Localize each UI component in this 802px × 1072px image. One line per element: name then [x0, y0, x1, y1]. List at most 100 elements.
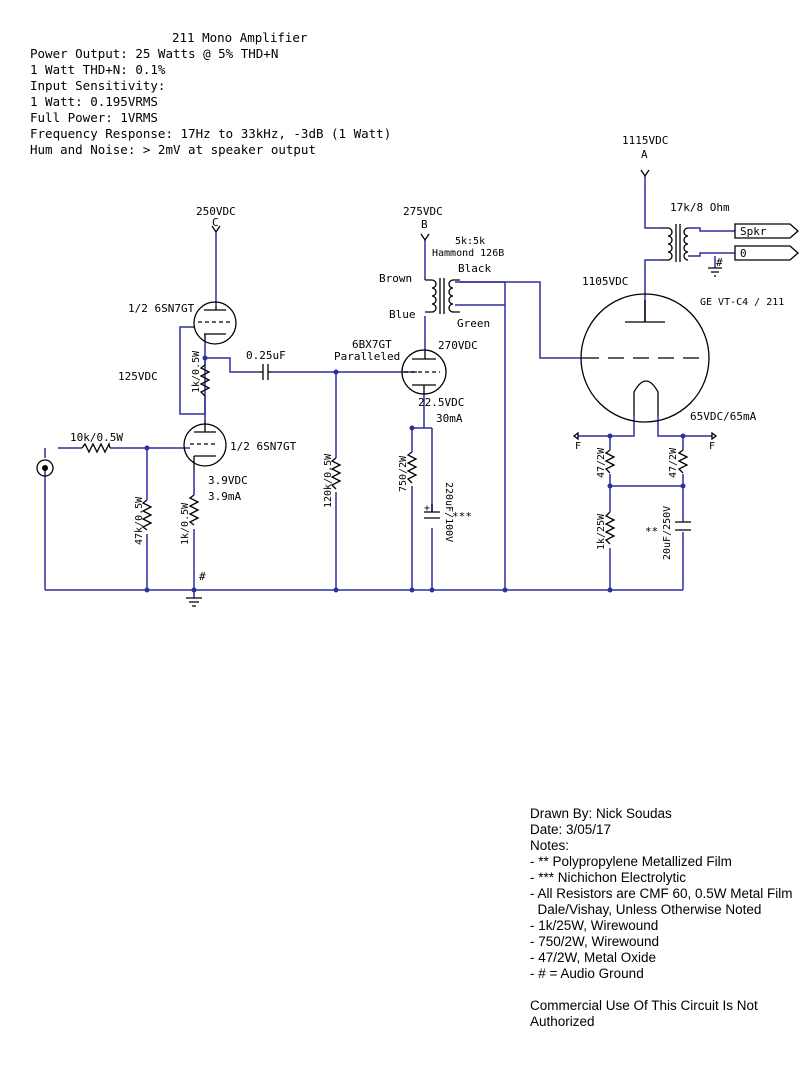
supply-a-voltage: 1115VDC: [622, 134, 668, 147]
driver-cathode-capacitor: +: [424, 503, 440, 519]
resistor-47-left: [604, 449, 616, 474]
drawing-date: Date: 3/05/17: [530, 822, 612, 837]
supply-b-arrow: [420, 233, 430, 242]
commercial-use-notice: Commercial Use Of This Circuit Is Not: [530, 998, 758, 1013]
zero-terminal-label: 0: [740, 247, 747, 260]
note-item: - # = Audio Ground: [530, 966, 644, 981]
input-tube: [183, 420, 227, 470]
spec-input-sensitivity: Input Sensitivity:: [30, 78, 166, 93]
driver-cap-mark: ***: [452, 510, 472, 523]
page-title: 211 Mono Amplifier: [172, 30, 308, 45]
driver-plate-voltage: 270VDC: [438, 339, 478, 352]
spec-one-watt: 1 Watt: 0.195VRMS: [30, 94, 158, 109]
resistor-47-right: [677, 449, 689, 474]
follower-cathode-voltage: 125VDC: [118, 370, 158, 383]
svg-text:+: +: [424, 503, 430, 514]
spec-power-output: Power Output: 25 Watts @ 5% THD+N: [30, 46, 279, 61]
junction-dots: [144, 355, 686, 593]
filament-arrow-right: [711, 431, 718, 441]
spec-thd: 1 Watt THD+N: 0.1%: [30, 62, 166, 77]
spec-hum-noise: Hum and Noise: > 2mV at speaker output: [30, 142, 316, 157]
lead-brown-label: Brown: [379, 272, 412, 285]
coupling-cap-label: 0.25uF: [246, 349, 286, 362]
interstage-ratio: 5k:5k: [455, 236, 485, 247]
lead-green-label: Green: [457, 317, 490, 330]
supply-b-node: B: [421, 218, 428, 231]
follower-resistor-label: 1k/0.5W: [191, 350, 202, 393]
commercial-use-notice-cont: Authorized: [530, 1014, 595, 1029]
drawn-by: Drawn By: Nick Soudas: [530, 806, 672, 821]
input-tube-label: 1/2 6SN7GT: [230, 440, 297, 453]
speaker-terminal-spkr: [734, 223, 799, 239]
resistor-750: [406, 451, 418, 484]
note-item: - 750/2W, Wirewound: [530, 934, 660, 949]
interstage-model: Hammond 126B: [432, 248, 504, 259]
note-item: - 47/2W, Metal Oxide: [530, 950, 657, 965]
coupling-capacitor: [258, 364, 272, 380]
spec-full-power: Full Power: 1VRMS: [30, 110, 158, 125]
output-plate-voltage: 1105VDC: [582, 275, 628, 288]
note-item: - *** Nichichon Electrolytic: [530, 870, 687, 885]
bias-cap-mark: **: [645, 525, 658, 538]
ground-symbol-output: [708, 267, 722, 277]
resistor-120k: [330, 457, 342, 490]
spec-frequency-response: Frequency Response: 17Hz to 33kHz, -3dB …: [30, 126, 392, 141]
driver-grid-resistor-label: 120k/0.5W: [323, 453, 334, 508]
input-cathode-resistor-label: 1k/0.5W: [180, 502, 191, 545]
audio-ground-mark: #: [199, 570, 206, 583]
interstage-transformer: [425, 278, 460, 314]
supply-a-node: A: [641, 148, 648, 161]
ground-symbol-main: [186, 597, 202, 607]
bias-cap-label: 20uF/250V: [662, 506, 673, 560]
follower-tube: [193, 301, 237, 345]
bias-resistor-label: 1k/25W: [596, 513, 607, 550]
input-resistor-label: 10k/0.5W: [70, 431, 123, 444]
note-item: - All Resistors are CMF 60, 0.5W Metal F…: [530, 886, 793, 901]
resistor-1k-follower: [199, 364, 211, 397]
output-transformer-ratio: 17k/8 Ohm: [670, 201, 730, 214]
filament-resistor-left-label: 47/2W: [596, 447, 607, 478]
grid-resistor-label: 47k/0.5W: [134, 496, 145, 545]
filament-resistor-right-label: 47/2W: [668, 447, 679, 478]
supply-c-node: C: [212, 216, 219, 229]
filament-right-label: F: [709, 441, 715, 452]
resistor-47k: [141, 499, 153, 531]
output-tube: [580, 293, 710, 423]
output-tube-label: GE VT-C4 / 211: [700, 297, 784, 308]
speaker-terminal-zero: [734, 245, 799, 261]
lead-black-label: Black: [458, 262, 491, 275]
output-ground-mark: #: [716, 256, 723, 269]
filament-left-label: F: [575, 441, 581, 452]
driver-cathode-voltage: 22.5VDC: [418, 396, 464, 409]
driver-tube-label: 6BX7GT: [352, 338, 392, 351]
note-item: - ** Polypropylene Metallized Film: [530, 854, 732, 869]
output-transformer: [660, 224, 689, 262]
output-filament-voltage: 65VDC/65mA: [690, 410, 757, 423]
bias-capacitor: [675, 521, 691, 531]
driver-cathode-resistor-label: 750/2W: [398, 455, 409, 492]
note-item: Dale/Vishay, Unless Otherwise Noted: [530, 902, 762, 917]
driver-tube: [401, 349, 447, 395]
driver-cathode-current: 30mA: [436, 412, 463, 425]
resistor-1k-bias: [604, 511, 616, 545]
speaker-terminal-label: Spkr: [740, 225, 767, 238]
notes-heading: Notes:: [530, 838, 570, 853]
driver-tube-paralleled: Paralleled: [334, 350, 400, 363]
follower-tube-label: 1/2 6SN7GT: [128, 302, 195, 315]
lead-blue-label: Blue: [389, 308, 416, 321]
wires: [44, 176, 735, 598]
supply-c-voltage: 250VDC: [196, 205, 236, 218]
input-jack: [36, 459, 54, 477]
driver-cathode-cap-label: 220uF/100V: [443, 482, 454, 542]
input-cathode-voltage: 3.9VDC: [208, 474, 248, 487]
note-item: - 1k/25W, Wirewound: [530, 918, 659, 933]
supply-a-arrow: [640, 169, 650, 178]
input-cathode-current: 3.9mA: [208, 490, 241, 503]
notes-block: Drawn By: Nick Soudas Date: 3/05/17 Note…: [530, 806, 793, 1030]
supply-b-voltage: 275VDC: [403, 205, 443, 218]
supply-c-arrow: [211, 225, 221, 234]
resistor-10k: [81, 442, 111, 454]
filament-arrow-left: [572, 431, 579, 441]
